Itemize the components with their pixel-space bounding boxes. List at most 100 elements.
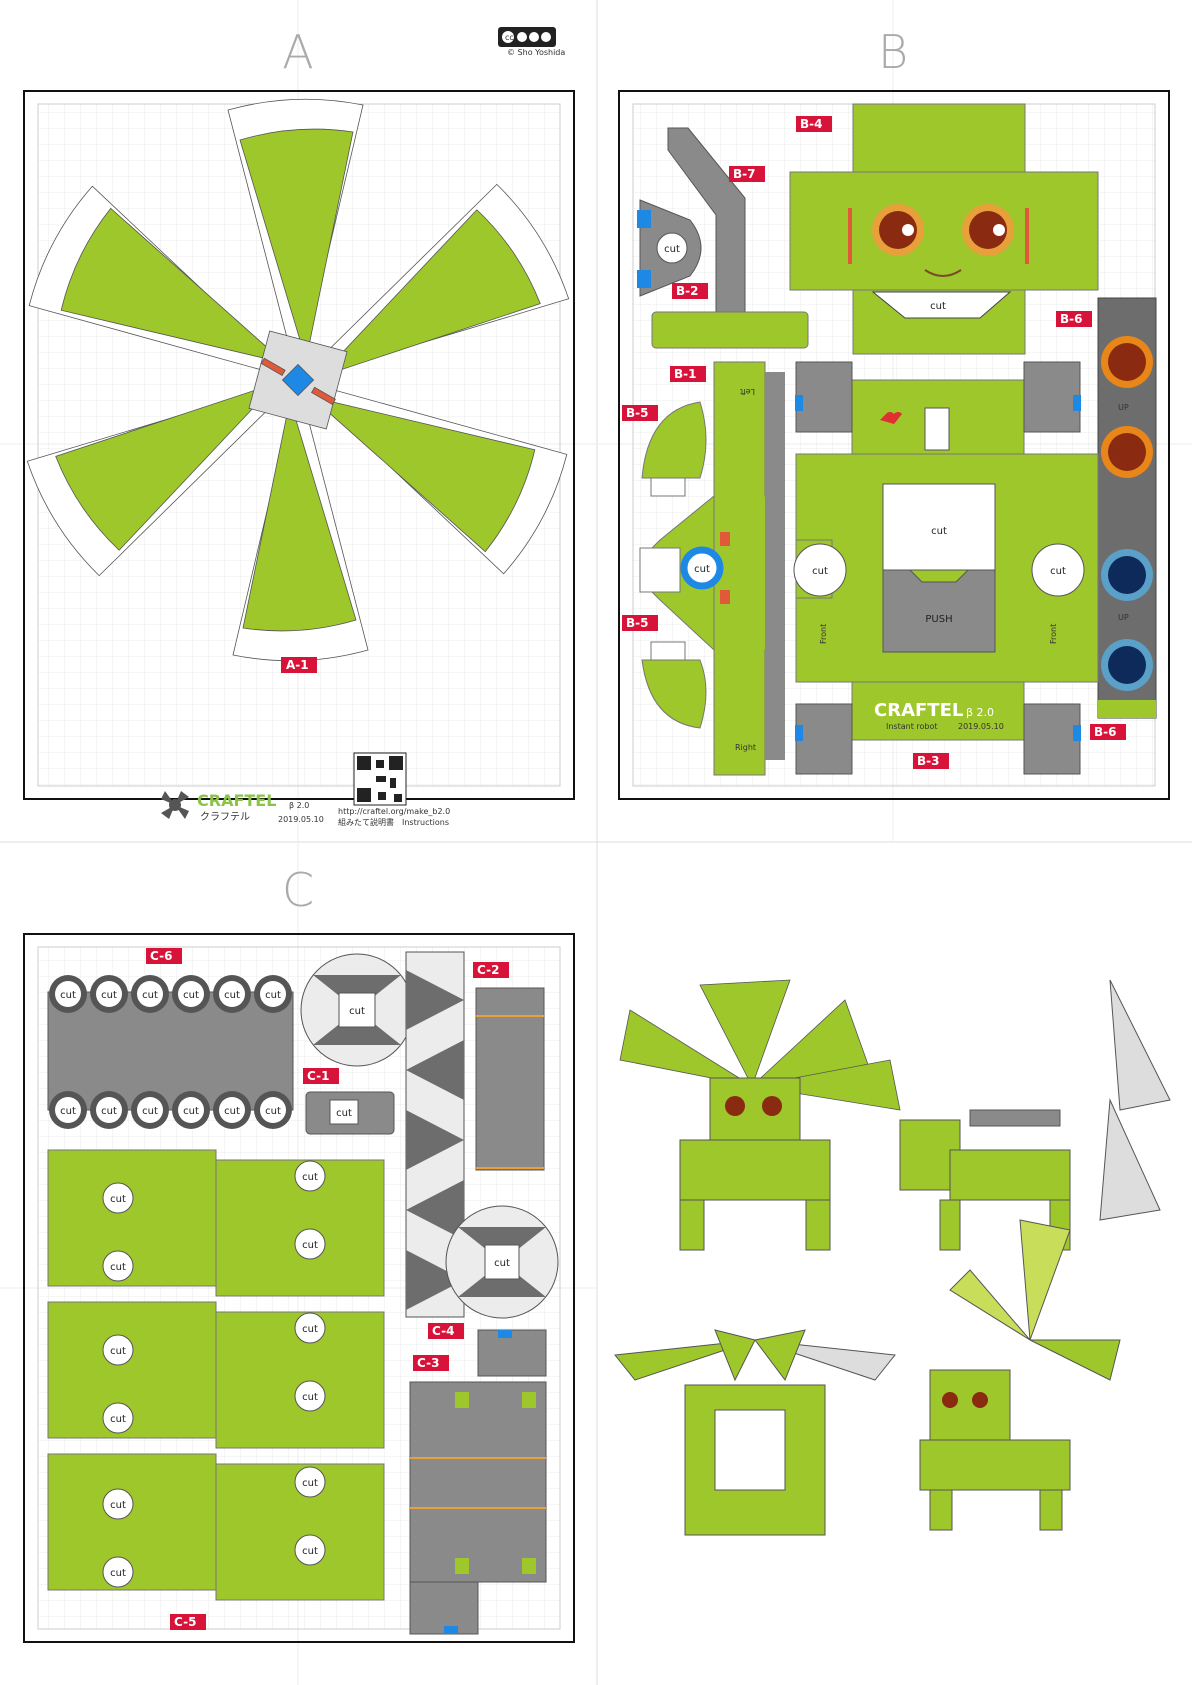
cut-label: cut xyxy=(265,990,281,1001)
front-label: Front xyxy=(819,624,828,644)
pinwheel-a1 xyxy=(26,98,570,662)
part-label-b4: B-4 xyxy=(796,116,832,132)
leg-cut-hole xyxy=(102,1182,134,1214)
cut-label: cut xyxy=(224,990,240,1001)
cut-label: cut xyxy=(142,990,158,1001)
pinwheel-blade xyxy=(227,98,364,381)
svg-text:B-1: B-1 xyxy=(674,367,696,381)
credit-text: © Sho Yoshida xyxy=(507,48,565,57)
cut-label: cut xyxy=(302,1172,318,1183)
cut-label: cut xyxy=(183,1106,199,1117)
part-label-b6-bottom: B-6 xyxy=(1090,724,1126,740)
cut-label: cut xyxy=(110,1414,126,1425)
svg-text:B-6: B-6 xyxy=(1094,725,1116,739)
right-label: Right xyxy=(735,743,756,752)
cut-label: cut xyxy=(110,1346,126,1357)
cut-label: cut xyxy=(224,1106,240,1117)
cut-label: cut xyxy=(110,1194,126,1205)
cut-label: cut xyxy=(664,244,680,255)
sheet-c-letter: C xyxy=(282,863,314,917)
part-b5-top xyxy=(641,401,707,497)
part-label-c2: C-2 xyxy=(473,962,509,978)
wheel-cut-hole xyxy=(260,981,286,1007)
cut-label: cut xyxy=(494,1258,510,1269)
svg-text:C-3: C-3 xyxy=(417,1356,439,1370)
cut-label: cut xyxy=(302,1240,318,1251)
wheel-cut-hole xyxy=(55,981,81,1007)
cut-label: cut xyxy=(60,990,76,1001)
b3-brand-sub: Instant robot xyxy=(886,722,938,731)
leg-cut-hole xyxy=(294,1534,326,1566)
wheel-cut-hole xyxy=(219,981,245,1007)
part-b7 xyxy=(651,127,809,349)
leg-cut-hole xyxy=(294,1466,326,1498)
svg-text:B-5: B-5 xyxy=(626,616,648,630)
part-label-c5: C-5 xyxy=(170,1614,206,1630)
sheet-a-letter: A xyxy=(282,25,313,79)
part-b4-head: cut xyxy=(789,103,1099,355)
cut-label: cut xyxy=(931,526,947,537)
up-label: UP xyxy=(1118,403,1129,412)
cut-label: cut xyxy=(110,1262,126,1273)
cut-label: cut xyxy=(302,1478,318,1489)
svg-text:B-7: B-7 xyxy=(733,167,755,181)
part-label-b6-top: B-6 xyxy=(1056,311,1092,327)
part-label-c6: C-6 xyxy=(146,948,182,964)
svg-text:C-4: C-4 xyxy=(432,1324,454,1338)
part-c1: cut xyxy=(305,1091,395,1135)
cut-label: cut xyxy=(265,1106,281,1117)
cc-icon: cc xyxy=(505,33,514,42)
b3-date: 2019.05.10 xyxy=(958,722,1004,731)
wheel-cut-hole xyxy=(219,1097,245,1123)
svg-text:C-5: C-5 xyxy=(174,1615,196,1629)
part-b5-bottom xyxy=(641,641,707,729)
part-label-b5-top: B-5 xyxy=(622,405,658,421)
push-label: PUSH xyxy=(925,614,952,625)
left-label: Left xyxy=(740,387,755,396)
wheel-cut-hole xyxy=(137,981,163,1007)
part-b2: cut xyxy=(637,199,702,297)
wheel-cut-hole xyxy=(55,1097,81,1123)
sheet-c-frame xyxy=(23,933,575,1643)
sheet-a-footer: CRAFTEL クラフテル β 2.0 2019.05.10 http://cr… xyxy=(161,752,450,827)
cut-label: cut xyxy=(694,564,710,575)
date-text: 2019.05.10 xyxy=(278,815,324,824)
robot-side-view xyxy=(899,979,1171,1251)
part-label-b3: B-3 xyxy=(913,753,949,769)
cut-label: cut xyxy=(349,1006,365,1017)
wheel-cut-hole xyxy=(178,981,204,1007)
sheet-b-frame xyxy=(618,90,1170,800)
pinwheel-blade xyxy=(297,183,570,381)
up-label: UP xyxy=(1118,613,1129,622)
cut-label: cut xyxy=(302,1546,318,1557)
svg-text:B-3: B-3 xyxy=(917,754,939,768)
cut-label: cut xyxy=(183,990,199,1001)
cut-label: cut xyxy=(110,1500,126,1511)
wheel-cut-hole xyxy=(260,1097,286,1123)
cut-label: cut xyxy=(930,301,946,312)
cut-label: cut xyxy=(1050,566,1066,577)
cut-label: cut xyxy=(101,990,117,1001)
cut-label: cut xyxy=(812,566,828,577)
robot-eye-left xyxy=(872,204,924,256)
cut-label: cut xyxy=(142,1106,158,1117)
svg-text:C-2: C-2 xyxy=(477,963,499,977)
svg-text:B-2: B-2 xyxy=(676,284,698,298)
license-badge: cc xyxy=(498,27,556,47)
cut-label: cut xyxy=(336,1108,352,1119)
part-b6-eyes: UP UP xyxy=(1097,297,1157,719)
leg-cut-hole xyxy=(102,1334,134,1366)
part-c4: cut cut xyxy=(300,951,559,1319)
craftel-logo-icon xyxy=(161,791,189,819)
b3-version: β 2.0 xyxy=(966,706,994,719)
cut-label: cut xyxy=(302,1324,318,1335)
robot-top-view xyxy=(614,1329,896,1536)
robot-eye-right xyxy=(962,204,1014,256)
svg-text:B-6: B-6 xyxy=(1060,312,1082,326)
leg-cut-hole xyxy=(294,1380,326,1412)
instructions-text: 組みたて説明書 Instructions xyxy=(338,817,449,827)
leg-cut-hole xyxy=(294,1312,326,1344)
